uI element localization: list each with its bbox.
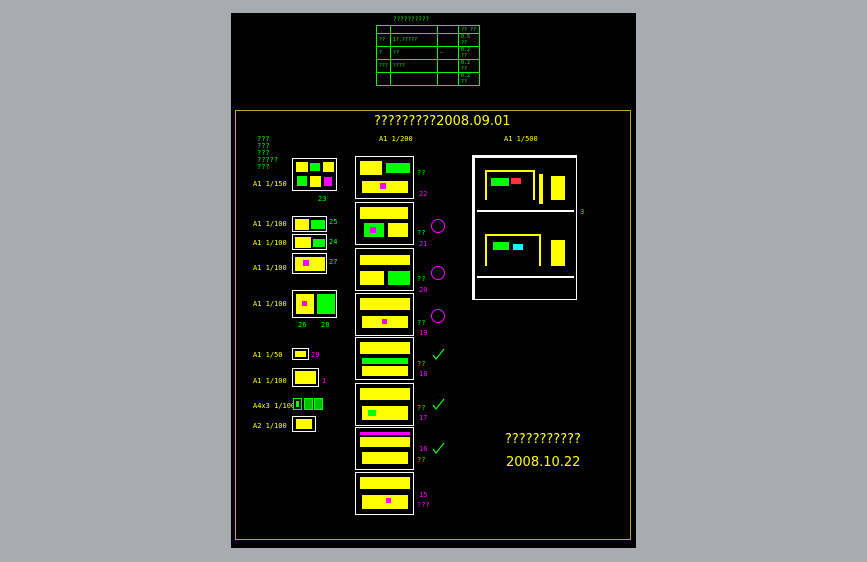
sheet-thumbnail[interactable]	[355, 202, 414, 245]
sheet-thumbnail[interactable]	[292, 290, 337, 318]
legend-line: ???	[257, 149, 270, 157]
sheet-number: 19	[419, 329, 428, 337]
sheet-thumbnail[interactable]	[355, 248, 414, 291]
table-cell: —	[437, 46, 460, 60]
sheet-question-mark: ???	[417, 501, 430, 509]
sheet-thumbnail[interactable]	[292, 253, 327, 274]
sheet-number: 26	[298, 321, 307, 329]
sheet-number: 3	[580, 208, 585, 216]
table-row: ? ?? — 0.2 ??	[375, 46, 481, 60]
sheet-thumbnail[interactable]	[293, 398, 302, 410]
scale-label-right: A1 1/500	[504, 135, 538, 143]
table-cell	[390, 72, 439, 86]
drawing-sheet[interactable]: ?????????? ?? ?? ?? 1?.????? 0.5 ?? ? ??…	[231, 13, 636, 548]
sheet-number: 15	[419, 491, 428, 499]
table-cell: ?? ??	[458, 25, 481, 34]
sheet-number: 1	[322, 377, 327, 385]
sheet-scale-label: A1 1/50	[253, 351, 283, 359]
site-plan-thumbnail[interactable]	[472, 155, 577, 300]
table-row: 0.2 ??	[375, 72, 481, 86]
sheet-thumbnail[interactable]	[355, 472, 414, 515]
sheet-scale-label: A1 1/100	[253, 377, 287, 385]
sheet-number: 16	[419, 445, 428, 453]
sheet-number: 18	[419, 370, 428, 378]
checkmark-icon	[432, 348, 445, 360]
sheet-number: 29	[311, 351, 320, 359]
sheet-question-mark: ??	[417, 169, 426, 177]
sheet-thumbnail[interactable]	[314, 398, 323, 410]
sheet-scale-label: A1 1/150	[253, 180, 287, 188]
table-cell	[375, 72, 392, 86]
table-cell	[437, 72, 460, 86]
table-cell: ???	[375, 59, 392, 73]
table-row: ?? 1?.????? 0.5 ??	[375, 33, 481, 47]
sheet-thumbnail[interactable]	[292, 234, 327, 250]
sheet-scale-label: A1 1/100	[253, 220, 287, 228]
legend-line: ?????	[257, 156, 279, 164]
sheet-thumbnail[interactable]	[355, 156, 414, 199]
sheet-question-mark: ??	[417, 319, 426, 327]
sheet-scale-label: A1 1/100	[253, 239, 287, 247]
sheet-thumbnail[interactable]	[292, 158, 337, 191]
sheet-scale-label: A2 1/100	[253, 422, 287, 430]
table-cell	[437, 33, 460, 47]
table-cell	[390, 25, 439, 34]
sheet-thumbnail[interactable]	[292, 368, 319, 387]
sheet-number: 22	[419, 190, 428, 198]
sheet-thumbnail[interactable]	[292, 348, 309, 360]
sheet-number: 20	[419, 286, 428, 294]
table-cell: ??	[375, 33, 392, 47]
legend-line: ???	[257, 142, 270, 150]
table-row: ??? ???? 0.2 ??	[375, 59, 481, 73]
sheet-number: 25	[329, 218, 338, 226]
table-row: ?? ??	[375, 25, 481, 34]
scale-label-mid: A1 1/200	[379, 135, 413, 143]
table-cell: 0.2 ??	[458, 46, 481, 60]
sheet-scale-label: A1 1/100	[253, 264, 287, 272]
table-cell	[375, 25, 392, 34]
pending-circle-icon	[431, 309, 445, 323]
table-title: ??????????	[393, 16, 430, 23]
table-cell: ??	[390, 46, 439, 60]
sheet-thumbnail[interactable]	[292, 416, 316, 432]
pending-circle-icon	[431, 266, 445, 280]
table-cell: 0.2 ??	[458, 59, 481, 73]
sheet-thumbnail[interactable]	[355, 383, 414, 426]
sheet-thumbnail[interactable]	[304, 398, 313, 410]
table-cell: ?	[375, 46, 392, 60]
sheet-scale-label: A1 1/100	[253, 300, 287, 308]
sheet-scale-label: A4x3 1/100	[253, 402, 296, 410]
table-cell: ????	[390, 59, 439, 73]
sheet-thumbnail[interactable]	[355, 337, 414, 380]
sheet-number: 24	[329, 238, 338, 246]
sheet-number: 21	[419, 240, 428, 248]
note-line-1: ???????????	[505, 432, 581, 447]
table-cell: 1?.?????	[390, 33, 439, 47]
table-cell: 0.5 ??	[458, 33, 481, 47]
sheet-thumbnail[interactable]	[292, 216, 327, 232]
table-cell: 0.2 ??	[458, 72, 481, 86]
legend-line: ???	[257, 163, 270, 171]
sheet-number: 17	[419, 414, 428, 422]
legend-table: ?? ?? ?? 1?.????? 0.5 ?? ? ?? — 0.2 ?? ?…	[375, 25, 481, 86]
checkmark-icon	[432, 398, 445, 410]
sheet-number: 28	[321, 321, 330, 329]
sheet-number: 27	[329, 258, 338, 266]
sheet-question-mark: ??	[417, 360, 426, 368]
legend-line: ???	[257, 135, 270, 143]
table-cell	[437, 25, 460, 34]
sheet-thumbnail[interactable]	[355, 427, 414, 470]
sheet-question-mark: ??	[417, 275, 426, 283]
sheet-question-mark: ??	[417, 404, 426, 412]
sheet-number: 23	[318, 195, 327, 203]
table-cell	[437, 59, 460, 73]
frame-title: ?????????2008.09.01	[374, 114, 511, 129]
sheet-question-mark: ??	[417, 229, 426, 237]
drawing-frame	[235, 110, 631, 540]
sheet-thumbnail[interactable]	[355, 293, 414, 336]
pending-circle-icon	[431, 219, 445, 233]
sheet-question-mark: ??	[417, 456, 426, 464]
checkmark-icon	[432, 442, 445, 454]
note-date: 2008.10.22	[506, 455, 581, 470]
